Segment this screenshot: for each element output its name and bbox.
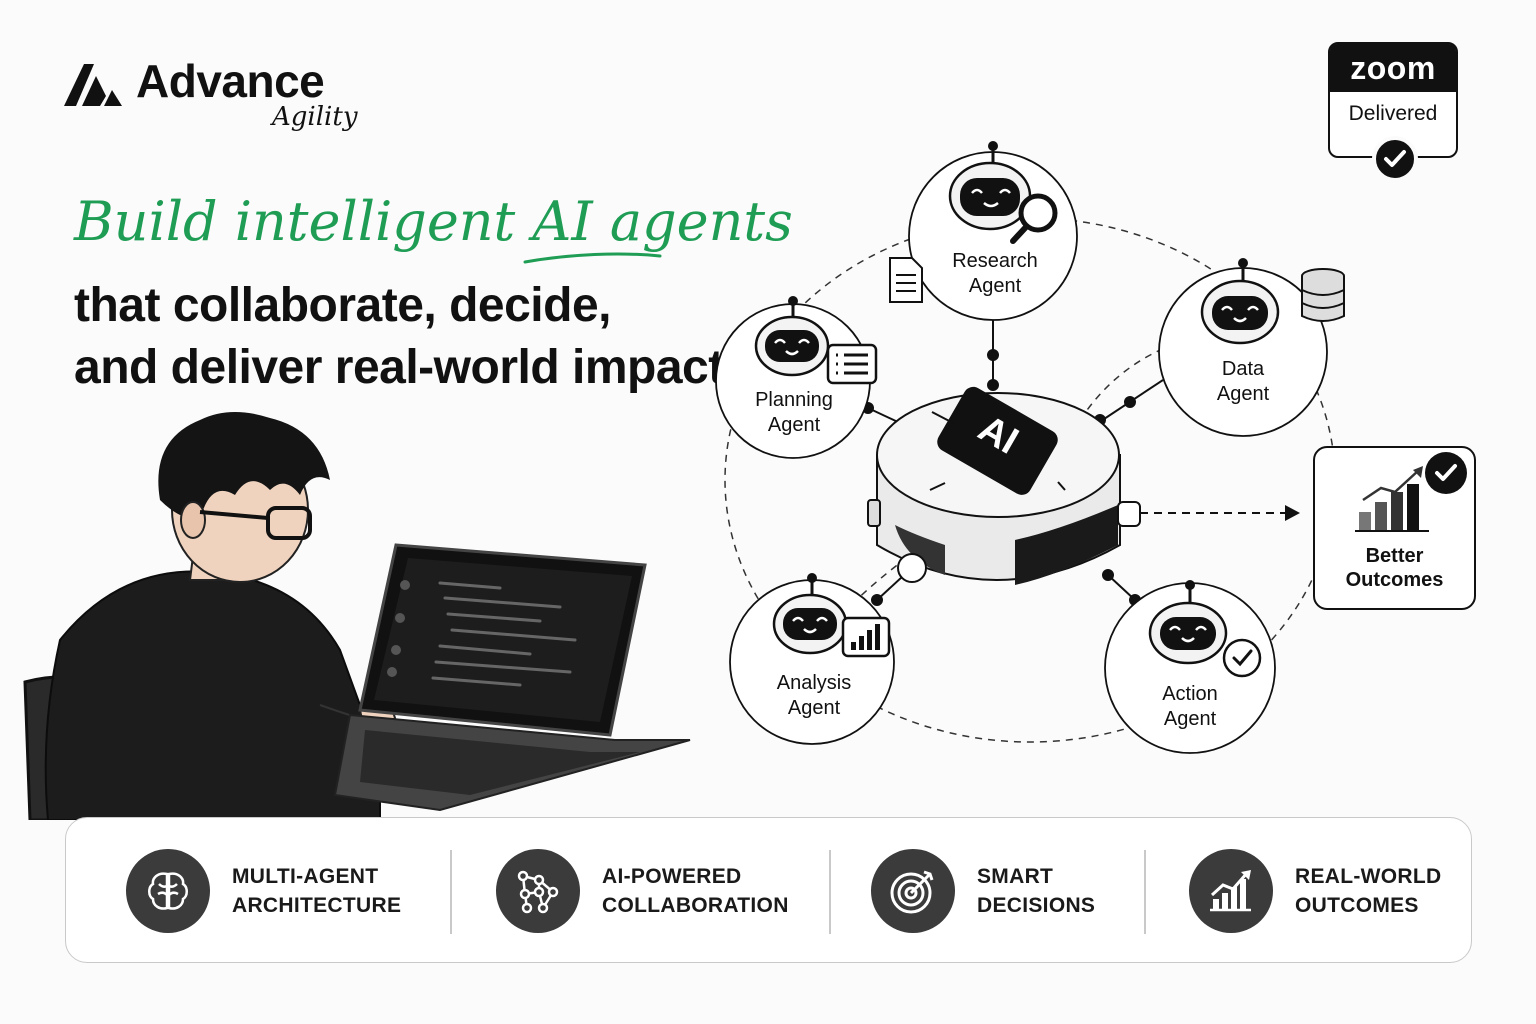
network-icon <box>496 849 580 933</box>
headline-line-1: that collaborate, decide, <box>74 279 611 332</box>
feature-collaboration: AI-POWERED COLLABORATION <box>496 818 789 964</box>
brand-logo: Advance Agility <box>64 52 364 142</box>
robot-icon <box>772 573 848 655</box>
feature-title: ARCHITECTURE <box>232 894 402 917</box>
robot-icon <box>948 141 1032 231</box>
glasses <box>266 506 312 540</box>
robot-icon <box>754 296 830 377</box>
brand-name: Advance <box>136 55 325 107</box>
headline-line-2: and deliver real-world impact. <box>74 341 737 394</box>
badge-status: Delivered <box>1348 102 1438 125</box>
growth-bars-icon <box>1355 466 1429 532</box>
feature-title: MULTI-AGENT <box>232 865 379 888</box>
feature-smart-decisions: SMART DECISIONS <box>871 818 1095 964</box>
feature-bar: MULTI-AGENT ARCHITECTURE AI-POWERED COLL… <box>65 817 1472 963</box>
growth-chart-icon <box>1189 849 1273 933</box>
robot-icon <box>1200 258 1280 345</box>
target-icon <box>871 849 955 933</box>
divider <box>829 850 831 934</box>
feature-real-world-outcomes: REAL-WORLD OUTCOMES <box>1189 818 1441 964</box>
logo-mark-icon <box>64 64 122 106</box>
magnifier-icon <box>1010 193 1058 244</box>
divider <box>450 850 452 934</box>
brand-tagline: Agility <box>272 102 358 132</box>
divider <box>1144 850 1146 934</box>
bar-chart-icon <box>841 616 891 658</box>
robot-icon <box>1148 580 1228 665</box>
feature-multi-agent: MULTI-AGENT ARCHITECTURE <box>126 818 401 964</box>
database-icon <box>1301 268 1345 322</box>
ai-hub <box>867 386 1141 585</box>
feature-title: AI-POWERED <box>602 865 742 888</box>
checklist-icon <box>826 343 878 385</box>
torso <box>44 570 381 820</box>
feature-title: OUTCOMES <box>1295 894 1419 917</box>
feature-title: COLLABORATION <box>602 894 789 917</box>
developer-illustration <box>23 411 691 820</box>
feature-title: DECISIONS <box>977 894 1096 917</box>
check-circle-icon <box>1222 638 1262 678</box>
headline-underline <box>523 252 662 264</box>
zoom-brand: zoom <box>1330 44 1456 92</box>
outcome-check-icon <box>1425 452 1467 494</box>
zoom-delivered-badge: zoom Delivered <box>1328 42 1458 182</box>
agent-network-diagram <box>715 141 1345 754</box>
feature-title: REAL-WORLD <box>1295 865 1442 888</box>
document-icon <box>889 257 923 303</box>
headline-script: Build intelligent AI agents <box>74 190 793 253</box>
brain-icon <box>126 849 210 933</box>
feature-title: SMART <box>977 865 1054 888</box>
checkmark-icon <box>1372 136 1418 182</box>
